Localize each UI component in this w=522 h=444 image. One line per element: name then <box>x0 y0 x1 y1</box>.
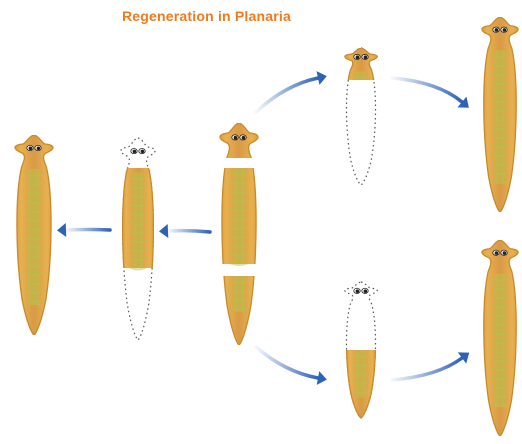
head-piece-regenerating <box>339 48 383 185</box>
arrow-shaft <box>256 347 318 378</box>
body-segment <box>475 240 522 436</box>
body-segment <box>339 350 383 418</box>
regenerated-worm-bottom-right <box>475 240 522 436</box>
arrow-shaft <box>168 231 210 232</box>
body-segment <box>475 17 522 212</box>
body-segment <box>8 135 60 335</box>
pupil-right <box>503 251 507 255</box>
pupil-left <box>495 28 499 32</box>
body-segment <box>339 48 383 80</box>
arrow-to-left-worm <box>57 223 110 237</box>
arrow-shaft <box>66 230 110 231</box>
pupil-left <box>356 289 360 293</box>
pupil-left <box>29 147 33 151</box>
tail-piece-regenerating <box>339 282 383 418</box>
regenerated-worm-top-right <box>475 17 522 212</box>
arrow-to-middle-piece <box>159 224 210 238</box>
arrow-head <box>317 371 327 385</box>
arrow-head <box>159 224 168 238</box>
pupil-left <box>495 251 499 255</box>
arrow-shaft <box>256 78 318 112</box>
body-segment <box>115 168 162 269</box>
pupil-left <box>133 150 137 154</box>
arrow-to-head-piece <box>256 71 327 112</box>
body-segment <box>213 123 265 158</box>
body-segment <box>213 276 265 345</box>
pupil-left <box>356 55 360 59</box>
arrow-shaft <box>392 78 462 102</box>
pupil-right <box>364 289 368 293</box>
body-segment <box>213 168 265 265</box>
arrow-head <box>317 71 327 85</box>
regenerated-worm-left <box>8 135 60 335</box>
pupil-right <box>364 55 368 59</box>
original-cut-worm <box>213 123 265 345</box>
arrow-to-top-right-worm <box>392 78 469 108</box>
arrow-to-tail-piece <box>256 347 327 385</box>
pupil-right <box>141 150 145 154</box>
arrow-head <box>57 223 66 237</box>
pupil-right <box>503 28 507 32</box>
pupil-left <box>234 136 238 140</box>
middle-piece-regenerating <box>115 138 162 340</box>
arrow-to-bottom-right-worm <box>392 352 469 380</box>
diagram-title: Regeneration in Planaria <box>122 8 291 24</box>
pupil-right <box>242 136 246 140</box>
arrow-shaft <box>392 358 462 380</box>
pupil-right <box>37 147 41 151</box>
